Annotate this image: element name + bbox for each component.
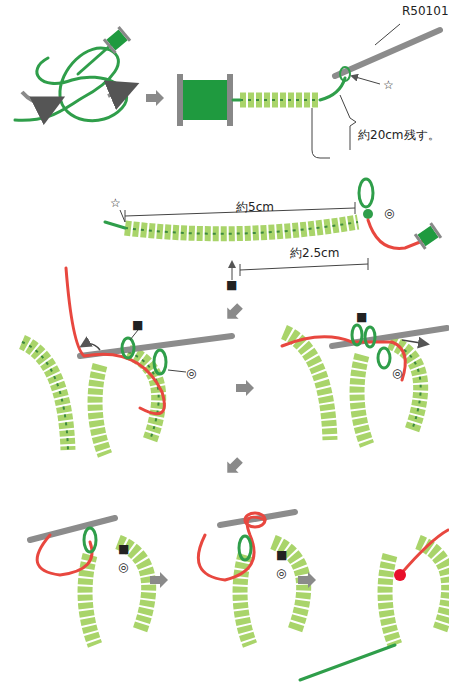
- ribbon-yarn: [22, 342, 68, 450]
- ribbon-yarn: [273, 542, 304, 630]
- loop: [359, 179, 373, 207]
- loop: [245, 513, 265, 527]
- red-yarn: [66, 268, 164, 414]
- spool-cap: [429, 222, 442, 238]
- callout-label: ■: [276, 548, 287, 562]
- step-illustration: [198, 512, 303, 645]
- ribbon-yarn: [85, 555, 95, 645]
- spool: [414, 222, 442, 249]
- spool-cap: [117, 26, 131, 42]
- ribbon-yarn: [118, 542, 149, 630]
- step-arrow: [298, 572, 316, 588]
- step-arrow: [236, 380, 254, 396]
- spool-body: [183, 80, 227, 120]
- loop: [84, 528, 96, 552]
- dimension-line: [240, 258, 368, 276]
- callout-label: ☆: [383, 78, 394, 92]
- step-illustration: [22, 268, 232, 455]
- callout-label: ◎: [384, 206, 394, 220]
- callout-label: ◎: [276, 566, 286, 580]
- leader-line: [375, 24, 400, 45]
- callout-label: ◎: [118, 560, 128, 574]
- step-arrow: [222, 454, 246, 478]
- leader-line: [130, 330, 186, 372]
- ribbon-core: [22, 342, 68, 450]
- loop: [365, 327, 375, 347]
- ribbon-yarn: [385, 555, 395, 645]
- motion-arrow: [82, 344, 100, 350]
- ribbon-yarn: [284, 332, 330, 440]
- loop: [239, 536, 251, 560]
- motion-arrow: [402, 340, 427, 344]
- red-yarn: [282, 337, 405, 380]
- callout-label: ◎: [186, 366, 196, 380]
- leader-line: [352, 76, 380, 84]
- ribbon-core: [125, 222, 358, 234]
- ribbon-yarn: [95, 365, 105, 455]
- callout-label: ■: [226, 278, 237, 292]
- callout-label: ■: [356, 310, 367, 324]
- spool-cap: [414, 233, 427, 249]
- pointer-arrow: [120, 210, 125, 222]
- callout-label: 約20cm残す。: [358, 128, 440, 142]
- step-illustration: [30, 518, 149, 645]
- crochet-hook: [335, 30, 440, 76]
- callout-label: ■: [132, 318, 143, 332]
- motion-arrow: [22, 92, 58, 104]
- callout-label: 約2.5cm: [290, 246, 339, 260]
- ribbon-yarn: [418, 542, 449, 630]
- ribbon-yarn: [357, 355, 367, 445]
- step-illustration: [300, 530, 449, 680]
- yarn: [233, 78, 345, 100]
- pointer-arrow: [232, 262, 233, 280]
- finish-point: [394, 569, 406, 581]
- yarn: [300, 645, 395, 680]
- spool: [103, 26, 131, 54]
- spool-cap: [103, 38, 117, 54]
- motion-arrow: [108, 86, 132, 96]
- crochet-hook: [30, 518, 115, 540]
- bracket: [312, 108, 330, 158]
- callout-label: ◎: [392, 366, 402, 380]
- yarn-knot: [15, 48, 127, 121]
- red-yarn: [400, 530, 448, 575]
- callout-label: R50101: [402, 4, 449, 18]
- step-arrow: [146, 90, 164, 106]
- brace: [340, 95, 356, 150]
- yarn: [105, 222, 125, 228]
- ribbon-yarn: [125, 222, 358, 234]
- loop: [122, 338, 134, 358]
- step-arrow: [222, 300, 246, 324]
- ribbon-yarn: [240, 93, 320, 108]
- ribbon-core: [240, 99, 320, 101]
- callout-label: 約5cm: [236, 200, 274, 214]
- loop: [352, 325, 362, 345]
- step-arrow: [150, 572, 168, 588]
- loop: [378, 348, 390, 368]
- loop: [154, 350, 166, 374]
- loop: [340, 67, 350, 81]
- knot: [363, 209, 373, 219]
- step-illustration: [282, 325, 447, 445]
- yarn: [78, 44, 112, 74]
- spool-cap: [177, 74, 183, 126]
- callout-label: ■: [118, 542, 129, 556]
- callout-label: ☆: [110, 196, 121, 210]
